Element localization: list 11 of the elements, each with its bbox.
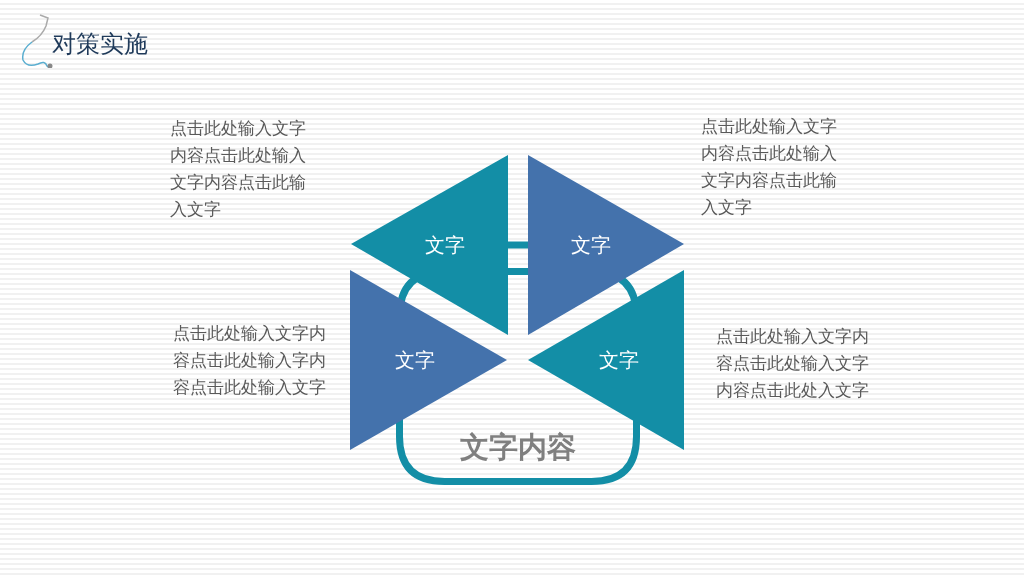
- triangle-label: 文字: [395, 346, 435, 374]
- description-text: 点击此处输入文字内容点击此处输入文字内容点击此输入文字: [701, 115, 838, 219]
- description-text: 点击此处输入文字内容点击此处输入文字内容点击此输入文字: [170, 117, 307, 221]
- description-text: 点击此处输入文字内容点击此处输入文字内容点击此处入文字: [716, 325, 870, 402]
- description-text: 点击此处输入文字内容点击此处输入字内容点击此处输入文字: [173, 322, 327, 399]
- frame-label: 文字内容: [460, 429, 576, 466]
- title: 对策实施: [52, 29, 148, 60]
- triangle-label: 文字: [599, 346, 639, 374]
- connector-bar: [508, 241, 528, 249]
- triangle-label: 文字: [425, 231, 465, 259]
- triangle-label: 文字: [571, 231, 611, 259]
